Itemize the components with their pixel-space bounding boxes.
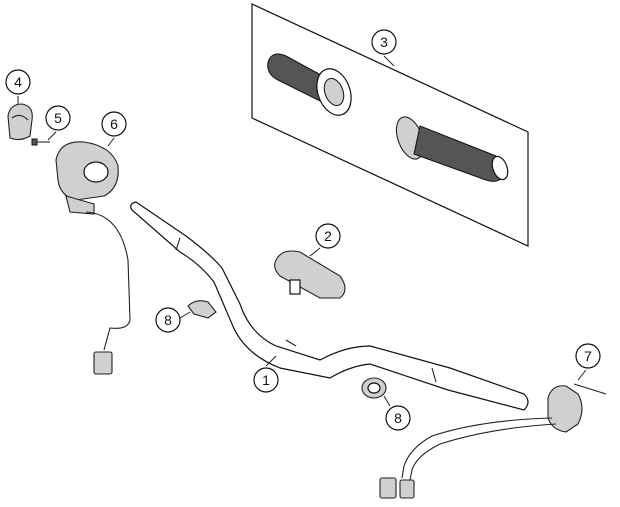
callout-circle-7 (575, 343, 601, 369)
connector-6 (93, 351, 113, 375)
callout-number-8b: 8 (394, 410, 402, 426)
callout-number-8a: 8 (164, 312, 172, 328)
part-2-bar-pad: 2 (274, 223, 346, 299)
clutch-side-grip (395, 116, 509, 182)
throttle-grip (267, 53, 352, 116)
grip-kit-panel: 3 (251, 3, 529, 247)
part-8-clamp-right: 8 (361, 377, 411, 431)
connector-7b (399, 479, 415, 499)
callout-circle-2 (315, 223, 341, 249)
grip-kit-box (251, 3, 529, 247)
part-5-screw: 5 (31, 105, 71, 146)
callout-circle-3 (371, 29, 397, 55)
callout-number-3: 3 (380, 34, 388, 50)
part-4-clamp: 4 (5, 69, 33, 141)
callout-number-4: 4 (14, 74, 22, 90)
callout-number-7: 7 (584, 348, 592, 364)
callout-circle-8b (385, 405, 411, 431)
callout-number-1: 1 (262, 372, 270, 388)
callout-circle-8a (155, 307, 181, 333)
callout-circle-4 (5, 69, 31, 95)
part-7-switch: 7 (379, 343, 607, 499)
callout-number-2: 2 (324, 228, 332, 244)
callout-number-5: 5 (54, 110, 62, 126)
part-1-handlebar: 1 (130, 201, 529, 411)
part-6-switch: 6 (55, 111, 131, 375)
callout-circle-1 (253, 367, 279, 393)
callout-circle-5 (45, 105, 71, 131)
part-8-clamp-left: 8 (155, 300, 217, 333)
connector-7a (379, 477, 397, 499)
callout-number-6: 6 (110, 116, 118, 132)
callout-circle-6 (101, 111, 127, 137)
